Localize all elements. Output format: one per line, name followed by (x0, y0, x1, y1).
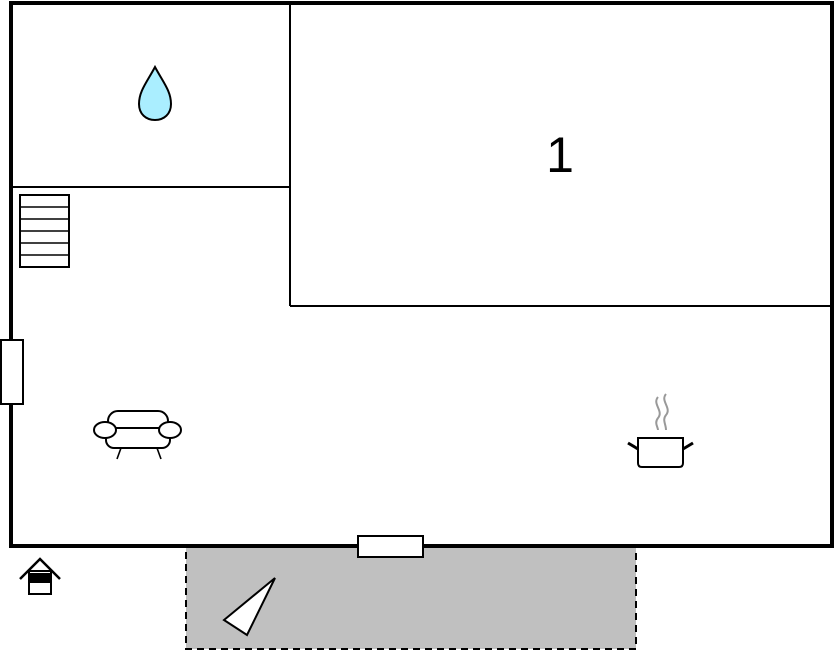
outer-walls (9, 1, 834, 548)
room-number-label: 1 (546, 127, 574, 183)
water-drop-icon (137, 64, 173, 122)
door-terrace (357, 535, 424, 558)
cooking-pot-icon (627, 393, 694, 468)
stairs-icon (19, 194, 70, 268)
armchair-icon (93, 410, 182, 460)
terrace-sun-icon (222, 577, 276, 637)
house-entrance-icon (19, 557, 61, 595)
window-left (0, 339, 24, 405)
